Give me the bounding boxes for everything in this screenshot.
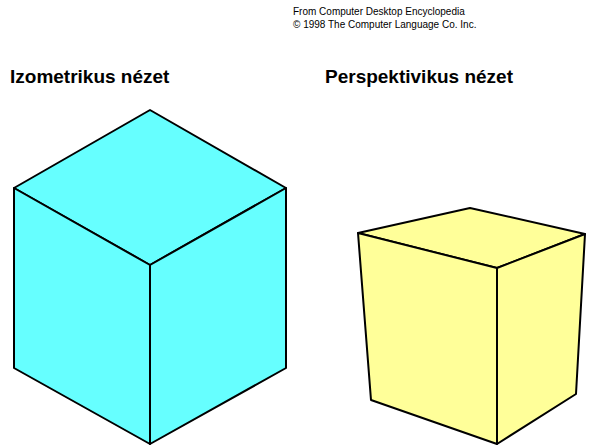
view-heading: Izometrikus nézet (10, 66, 169, 88)
copyright-note: © 1998 The Computer Language Co. Inc. (293, 19, 476, 31)
cube-left-face (14, 188, 150, 444)
cube-right-face (150, 188, 286, 444)
cube-right-face (497, 234, 585, 444)
perspective-cube (358, 208, 585, 444)
view-heading: Perspektivikus nézet (325, 66, 513, 88)
cube-left-face (358, 233, 497, 444)
credit-note: From Computer Desktop Encyclopedia (293, 6, 465, 18)
isometric-cube (14, 110, 286, 444)
